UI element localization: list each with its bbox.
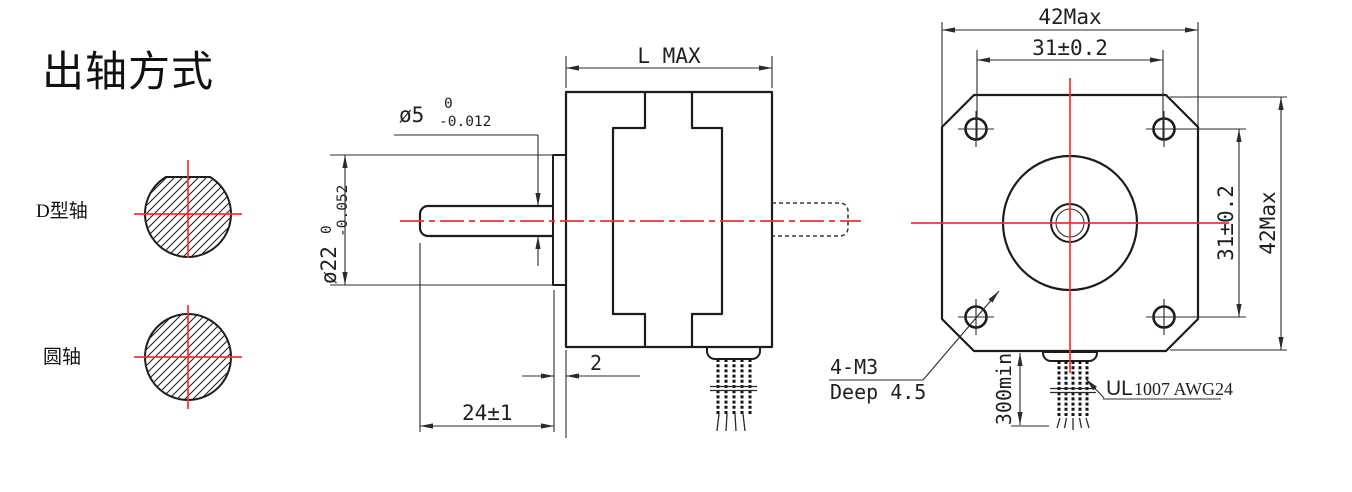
dim-shaft-length: 24±1 — [419, 243, 554, 432]
wire-bushing — [706, 346, 761, 360]
side-view: L MAX ø5 0 -0.012 ø22 0 -0.052 — [317, 44, 861, 438]
body-step-profile-left — [611, 92, 647, 347]
dim-body-height: 42Max — [1170, 96, 1287, 351]
mounting-hole-bottom-left — [958, 299, 994, 335]
round-shaft-cross-section — [134, 305, 242, 409]
motor-body-outline — [564, 90, 774, 349]
wire-spec-detail-text: 1007 AWG24 — [1134, 379, 1233, 399]
dim-length-max-text: L MAX — [637, 44, 701, 68]
mounting-holes-note-line2: Deep 4.5 — [830, 380, 926, 404]
dim-body-width-text: 42Max — [1038, 5, 1101, 29]
page-title: 出轴方式 — [42, 50, 214, 96]
dim-pilot-diameter: ø22 0 -0.052 — [317, 154, 553, 286]
dim-pilot-height-text: 2 — [590, 351, 602, 375]
rear-shaft-hidden — [772, 202, 849, 237]
wire-spec-ul-text: UL — [1106, 377, 1133, 400]
front-view: 42Max 31±0.2 31±0.2 42Max — [829, 5, 1287, 430]
dim-shaft-diameter: ø5 0 -0.012 — [394, 96, 541, 266]
dim-hole-spacing-horizontal-text: 31±0.2 — [1032, 36, 1108, 60]
dim-body-height-text: 42Max — [1256, 191, 1280, 254]
mounting-holes-note-line1: 4-M3 — [830, 355, 878, 379]
svg-text:0: 0 — [444, 96, 453, 112]
svg-text:0: 0 — [319, 225, 335, 234]
mounting-holes-note: 4-M3 Deep 4.5 — [829, 290, 1000, 404]
dim-length-max: L MAX — [565, 44, 773, 88]
dim-shaft-length-text: 24±1 — [462, 401, 513, 425]
wire-spec-leader — [1085, 378, 1105, 399]
mounting-hole-top-left — [958, 111, 994, 147]
front-wire-bushing — [1042, 351, 1098, 362]
motor-face-outline — [940, 93, 1200, 353]
wire-spec-label: UL 1007 AWG24 — [1085, 377, 1233, 400]
dim-body-width: 42Max — [941, 5, 1199, 126]
round-shaft-label: 圆轴 — [43, 346, 81, 368]
d-shaft-cross-section — [134, 160, 242, 258]
shaft-type-section: 出轴方式 D型轴 圆轴 — [36, 50, 242, 409]
svg-text:ø22: ø22 — [317, 246, 341, 284]
dim-lead-wire-length: 300min — [992, 353, 1049, 427]
svg-text:-0.052: -0.052 — [335, 185, 351, 237]
dim-hole-spacing-horizontal: 31±0.2 — [976, 36, 1164, 140]
svg-text:-0.012: -0.012 — [439, 114, 491, 130]
side-wire-bundle — [706, 346, 761, 432]
mounting-holes-leader — [922, 290, 1000, 381]
svg-text:ø5: ø5 — [399, 103, 424, 127]
body-step-profile-right — [690, 92, 724, 347]
d-shaft-label: D型轴 — [36, 200, 88, 222]
pilot-boss-plate — [552, 154, 567, 286]
dim-pilot-height: 2 — [522, 290, 640, 438]
dim-lead-wire-length-text: 300min — [992, 353, 1016, 425]
